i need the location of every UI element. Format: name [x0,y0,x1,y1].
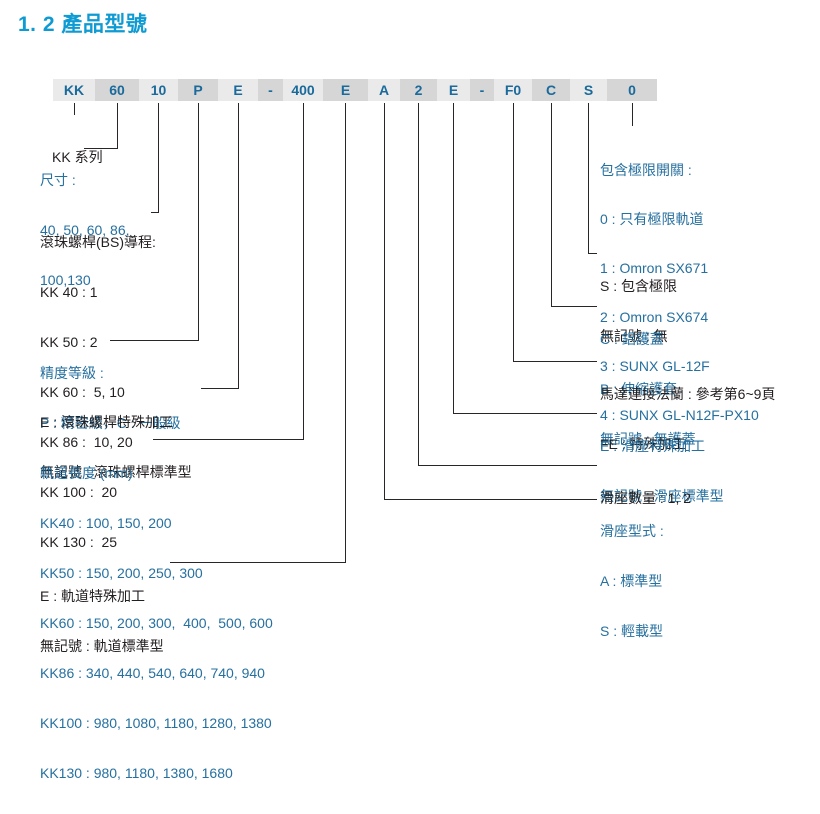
connector-precision-hline [110,340,199,341]
annotation-row: 4 : SUNX GL-N12F-PX10 [600,407,759,423]
connector-switch-vline [632,103,633,126]
connector-lead-vline [158,103,159,213]
annotation-size: 尺寸 : 40, 50, 60, 86, 100,130 [40,139,130,321]
annotation-row: KK 60 : 5, 10 [40,384,125,400]
connector-lead-hline [151,212,159,213]
annotation-row: KK100 : 980, 1080, 1180, 1280, 1380 [40,715,272,731]
annotation-row: E : 滑座特殊加工 [600,438,706,454]
model-code-segment-cover: C [532,79,570,101]
model-code-segment-precision: P [178,79,218,101]
annotation-carriage-qty: 滑座數量 : 1, 2 [600,457,691,539]
annotation-row: 40, 50, 60, 86, [40,222,130,238]
annotation-row: 無記號 : 滾珠螺桿標準型 [40,464,192,480]
connector-rail-hline [170,562,346,563]
annotation-row: 3 : SUNX GL-12F [600,358,710,374]
annotation-heading: 軌道長度 (mm) [40,465,133,481]
annotation-carriage-machining: E : 滑座特殊加工 無記號 : 滑座標準型 [600,405,724,537]
annotation-row: P : 精密級，C : 一般級 [40,415,181,431]
annotation-row: S : 輕載型 [600,623,664,639]
annotation-heading: 包含極限開關 : [600,162,692,178]
connector-size-hline [84,148,118,149]
model-code-segment-switch: 0 [607,79,657,101]
annotation-bs-lead: 滾珠螺桿(BS)導程: KK 40 : 1 KK 50 : 2 KK 60 : … [40,201,156,583]
annotation-row: C : 鋁護蓋 [600,331,664,347]
annotation-heading: 尺寸 : [40,172,76,188]
connector-qty-hline [418,465,597,466]
annotation-row: KK50 : 150, 200, 250, 300 [40,565,203,581]
annotation-row: 滑座數量 : 1, 2 [600,490,692,506]
annotation-rail-machining: E : 軌道特殊加工 無記號 : 軌道標準型 [40,555,164,687]
connector-type-vline [384,103,385,500]
connector-flange-vline [513,103,514,362]
annotation-row: FE : 特殊加工 [600,436,686,452]
annotation-row: 2 : Omron SX674 [600,309,709,325]
connector-length-vline [303,103,304,440]
connector-carriage-vline [453,103,454,414]
page-title: 1. 2 產品型號 [18,13,148,36]
annotation-row: 無記號 : 無護蓋 [600,431,696,447]
model-code-segment-limit: S [570,79,607,101]
annotation-row: 1 : Omron SX671 [600,260,709,276]
annotation-row: B : 伸縮護套 [600,381,678,397]
connector-kk-vline [74,103,75,115]
connector-precision-vline [198,103,199,341]
annotation-row: 100,130 [40,272,91,288]
annotation-row: 無記號 : 無 [600,328,668,344]
annotation-row: KK 86 : 10, 20 [40,434,133,450]
annotation-carriage-type: 滑座型式 : A : 標準型 S : 輕載型 [600,490,664,672]
annotation-row: E : 軌道特殊加工 [40,588,146,604]
connector-limit-hline [588,253,597,254]
connector-size-vline [117,103,118,149]
model-code-segment-dash1: - [258,79,283,101]
connector-qty-vline [418,103,419,466]
model-code-segment-kk: KK [53,79,95,101]
model-code-segment-flange: F0 [494,79,532,101]
connector-screw-hline [201,388,239,389]
annotation-precision: 精度等級 : P : 精密級，C : 一般級 [40,332,181,464]
annotation-limit-switch: 包含極限開關 : 0 : 只有極限軌道 1 : Omron SX671 2 : … [600,130,759,456]
connector-type-hline [384,499,597,500]
annotation-heading: 精度等級 : [40,365,104,381]
annotation-screw-machining: E : 滾珠螺桿特殊加工 無記號 : 滾珠螺桿標準型 [40,381,192,513]
annotation-motor-flange: 馬達連接法蘭 : 參考第6~9頁 FE : 特殊加工 [600,353,775,485]
annotation-heading: 滑座型式 : [600,523,664,539]
annotation-row: KK 40 : 1 [40,284,98,300]
annotation-row: KK 50 : 2 [40,334,98,350]
model-code-segment-qty: 2 [400,79,437,101]
annotation-heading: 滾珠螺桿(BS)導程: [40,234,156,250]
annotation-row: KK 100 : 20 [40,484,118,500]
annotation-row: 馬達連接法蘭 : 參考第6~9頁 [600,386,776,402]
annotation-row: 無記號 : 軌道標準型 [40,638,164,654]
connector-flange-hline [513,361,597,362]
model-code-segment-carriage-e: E [437,79,470,101]
annotation-row: KK40 : 100, 150, 200 [40,515,172,531]
connector-length-hline [153,439,304,440]
annotation-row: 0 : 只有極限軌道 [600,211,704,227]
model-code-segment-dash2: - [470,79,494,101]
annotation-row: S : 包含極限 [600,278,678,294]
model-code-segment-size: 60 [95,79,139,101]
catalog-page: 1. 2 產品型號 KK 60 10 P E - 400 E A 2 E - F… [18,13,775,781]
annotation-limit: S : 包含極限 無記號 : 無 [600,245,677,377]
connector-limit-vline [588,103,589,254]
model-code-segment-lead: 10 [139,79,178,101]
connector-carriage-hline [453,413,597,414]
annotation-row: KK 130 : 25 [40,534,118,550]
annotation-row: KK 系列 [52,149,103,165]
annotation-row: E : 滾珠螺桿特殊加工 [40,414,174,430]
annotation-row: 無記號 : 滑座標準型 [600,488,724,504]
model-code-segment-screw-e: E [218,79,258,101]
annotation-kk-series: KK 系列 [52,116,103,198]
model-code-segment-length: 400 [283,79,323,101]
connector-cover-vline [551,103,552,307]
connector-rail-vline [345,103,346,563]
model-code-segment-type: A [368,79,400,101]
annotation-row: KK130 : 980, 1180, 1380, 1680 [40,765,233,781]
connector-cover-hline [551,306,597,307]
model-code-segment-rail-e: E [323,79,368,101]
annotation-cover: C : 鋁護蓋 B : 伸縮護套 無記號 : 無護蓋 [600,298,696,480]
annotation-row: A : 標準型 [600,573,663,589]
connector-screw-vline [238,103,239,389]
